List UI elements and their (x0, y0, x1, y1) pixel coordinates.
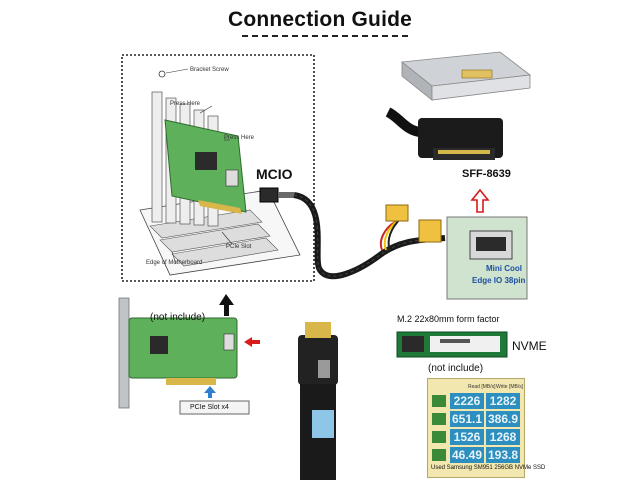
title-underline (242, 35, 408, 37)
bench-header-read: Read [MB/s] (468, 384, 496, 390)
bench-row: 1526 1268 (432, 429, 520, 445)
benchmark-panel: Read [MB/s] Write [MB/s] 2226 1282 651.1… (427, 378, 545, 478)
sata-power-connector (385, 204, 409, 222)
bracket-screw-label: Bracket Screw (190, 67, 229, 73)
mcio-cable (293, 192, 446, 280)
nvme-label: NVME (512, 339, 547, 353)
bench-read-value: 1526 (450, 429, 484, 445)
mcio-plug-photo (298, 322, 338, 480)
pcie-slot-label-small: PCIe Slot (226, 244, 252, 250)
pcie-slot-box (179, 400, 250, 415)
u2-connector (418, 219, 442, 243)
nvme-ssd-illustration (396, 331, 508, 358)
bench-read-value: 46.49 (450, 447, 484, 463)
bench-row: 46.49 193.8 (432, 447, 520, 463)
press-here-label-2: Press Here (224, 135, 255, 141)
press-here-label-1: Press Here (170, 101, 201, 107)
bench-row: 651.1 386.9 (432, 411, 520, 427)
sff8639-label: SFF-8639 (462, 168, 511, 180)
bench-row: 2226 1282 (432, 393, 520, 409)
bench-write-value: 1268 (486, 429, 520, 445)
pcie-slot-x4-label: PCIe Slot x4 (190, 404, 229, 411)
bench-read-value: 2226 (450, 393, 484, 409)
mcio-connector (259, 187, 279, 203)
bench-write-value: 1282 (486, 393, 520, 409)
sff8639-connector-illustration (385, 107, 503, 160)
red-arrow-up-icon (470, 188, 490, 213)
edge-motherboard-label: Edge of Motherboard (146, 260, 203, 266)
screw-icon (158, 70, 166, 78)
install-frame (121, 54, 315, 282)
up-arrow-icon (219, 294, 234, 316)
bench-header-write: Write [MB/s] (496, 384, 524, 390)
edge-io-label: Edge IO 38pin (472, 276, 526, 285)
red-arrow-left-icon (244, 337, 260, 347)
bench-write-value: 386.9 (486, 411, 520, 427)
u2-drive-illustration (400, 51, 532, 101)
card-not-include-label: (not include) (150, 312, 206, 323)
ssd-not-include-label: (not include) (428, 363, 484, 374)
page-title: Connection Guide (227, 8, 413, 31)
blue-arrow-icon (204, 386, 216, 398)
adapter-card-illustration (164, 119, 247, 214)
bench-write-value: 193.8 (486, 447, 520, 463)
bench-read-value: 651.1 (450, 411, 484, 427)
mini-cool-label: Mini Cool (486, 264, 522, 273)
mcio-label: MCIO (256, 166, 293, 182)
bench-caption: Used Samsung SM951 256GB NVMe SSD (431, 465, 546, 471)
adapter-card-photo (118, 297, 238, 409)
m2-form-factor-label: M.2 22x80mm form factor (397, 314, 500, 324)
